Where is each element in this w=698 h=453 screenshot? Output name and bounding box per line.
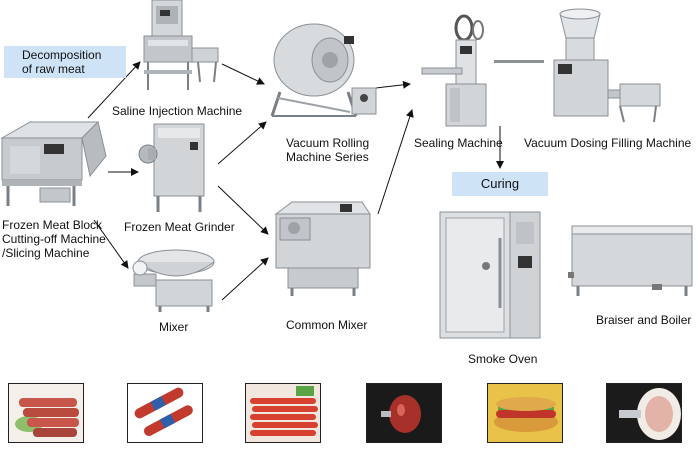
cutoff-label: Frozen Meat Block Cutting-off Machine /S… bbox=[2, 218, 106, 260]
arrow-saline-to-rolling bbox=[221, 63, 265, 85]
decomposition-tag: Decomposition of raw meat bbox=[4, 46, 126, 78]
braiser-label: Braiser and Boiler bbox=[596, 313, 692, 327]
hot-dog-bun-photo bbox=[487, 383, 563, 443]
dosing-label: Vacuum Dosing Filling Machine bbox=[524, 136, 692, 150]
arrow-mixer-to-commonmixer bbox=[221, 257, 269, 301]
sausage-coil-photo bbox=[8, 383, 84, 443]
braiser-boiler bbox=[568, 220, 696, 300]
meat-grinder bbox=[138, 118, 218, 214]
smoke-oven bbox=[436, 208, 546, 344]
vacuum-rolling-label: Vacuum Rolling Machine Series bbox=[286, 136, 370, 164]
common-mixer-label: Common Mixer bbox=[286, 318, 368, 332]
curing-tag: Curing bbox=[452, 172, 548, 196]
cutoff-machine bbox=[0, 116, 108, 210]
smoke-oven-label: Smoke Oven bbox=[468, 352, 538, 366]
saline-label: Saline Injection Machine bbox=[112, 104, 243, 118]
sealing-machine bbox=[420, 14, 500, 128]
hot-dogs-photo bbox=[245, 383, 321, 443]
arrow-grinder-to-commonmixer bbox=[217, 185, 269, 235]
arrow-commonmixer-to-sealing bbox=[377, 109, 414, 215]
mixer-label: Mixer bbox=[159, 320, 189, 334]
vacuum-rolling-machine bbox=[264, 16, 380, 120]
arrow-cutoff-to-saline bbox=[87, 61, 141, 119]
sausage-rolls-photo bbox=[127, 383, 203, 443]
arrow-grinder-to-rolling bbox=[217, 121, 267, 165]
sliced-sausage-photo bbox=[606, 383, 682, 443]
vacuum-dosing-filling-machine bbox=[494, 4, 664, 126]
sealing-label: Sealing Machine bbox=[414, 136, 503, 150]
arrow-cutoff-to-mixer bbox=[93, 219, 129, 269]
common-mixer bbox=[270, 196, 376, 298]
arrow-rolling-to-sealing bbox=[375, 80, 411, 89]
saline-injection-machine bbox=[138, 0, 224, 92]
bowl-mixer bbox=[124, 240, 222, 314]
ham-sausage-photo bbox=[366, 383, 442, 443]
grinder-label: Frozen Meat Grinder bbox=[124, 220, 235, 234]
